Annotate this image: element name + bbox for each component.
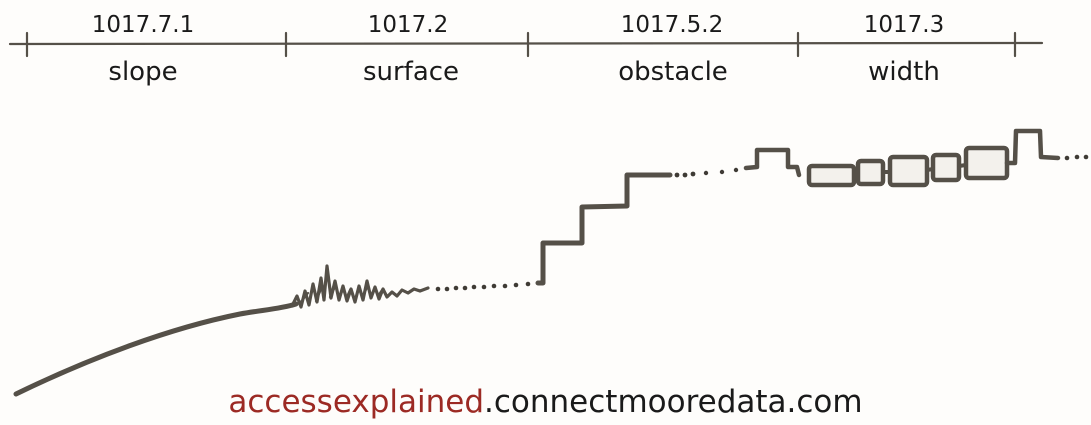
- section-labels: 1017.7.1 slope 1017.2 surface 1017.5.2 o…: [92, 12, 944, 87]
- section-name-width: width: [868, 57, 940, 87]
- section-code-slope: 1017.7.1: [92, 12, 194, 38]
- width-boxes: [806, 145, 1010, 188]
- site-brand: accessexplained: [228, 384, 485, 420]
- surface-texture: [290, 264, 430, 309]
- obstacle-steps: [535, 172, 673, 286]
- section-name-surface: surface: [363, 57, 459, 87]
- slope-curve: [13, 301, 299, 397]
- dotted-path-1: [435, 281, 531, 292]
- threshold-bump: [743, 147, 802, 178]
- width-box: [806, 163, 857, 188]
- website-credit[interactable]: accessexplained.connectmooredata.com: [0, 384, 1091, 420]
- surface-texture-hatch: [298, 283, 384, 305]
- width-box: [887, 154, 930, 188]
- width-box: [930, 152, 962, 183]
- site-domain: .connectmooredata.com: [484, 384, 863, 420]
- end-bump: [1004, 128, 1061, 166]
- width-box: [855, 158, 886, 187]
- section-code-width: 1017.3: [864, 12, 944, 38]
- width-box: [963, 145, 1010, 181]
- section-name-obstacle: obstacle: [618, 57, 728, 87]
- section-scale: [8, 31, 1044, 58]
- dotted-path-2: [674, 167, 739, 178]
- dotted-path-3: [1064, 154, 1089, 161]
- width-connector: [852, 163, 968, 177]
- section-code-obstacle: 1017.5.2: [621, 12, 723, 38]
- section-name-slope: slope: [108, 57, 177, 87]
- section-code-surface: 1017.2: [368, 12, 448, 38]
- scale-line: [8, 41, 1044, 46]
